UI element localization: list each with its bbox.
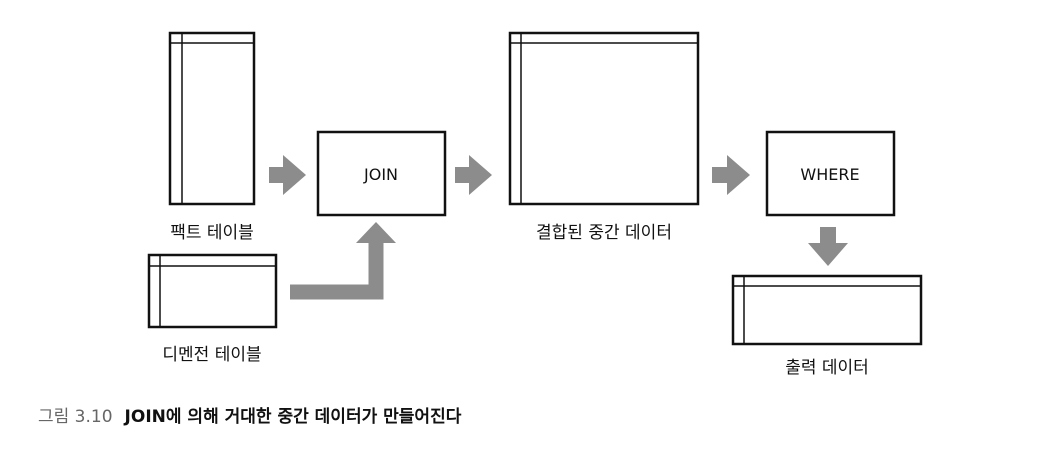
output-data-shape	[731, 274, 923, 346]
fact-table-label: 팩트 테이블	[170, 223, 254, 243]
arrow-where-to-output	[808, 227, 848, 266]
arrow-join-to-intermediate	[455, 155, 492, 195]
where-box	[765, 130, 896, 217]
figure-number: 그림 3.10	[38, 407, 113, 427]
arrow-dimension-to-join	[290, 240, 384, 300]
arrow-fact-to-join	[269, 155, 306, 195]
arrow-intermediate-to-where	[712, 155, 750, 195]
join-label: JOIN	[363, 165, 398, 184]
intermediate-data-label: 결합된 중간 데이터	[536, 223, 672, 243]
intermediate-data-shape	[508, 31, 700, 206]
dimension-table-label: 디멘전 테이블	[162, 345, 262, 365]
join-box	[316, 130, 447, 217]
figure-caption: 그림 3.10 JOIN에 의해 거대한 중간 데이터가 만들어진다	[38, 402, 461, 427]
arrow-dimension-to-join-head	[356, 222, 396, 243]
dimension-table-shape	[147, 253, 278, 329]
figure-caption-text: JOIN에 의해 거대한 중간 데이터가 만들어진다	[124, 407, 462, 427]
fact-table-shape	[168, 31, 256, 206]
where-label: WHERE	[800, 165, 859, 184]
output-data-label: 출력 데이터	[785, 358, 869, 378]
